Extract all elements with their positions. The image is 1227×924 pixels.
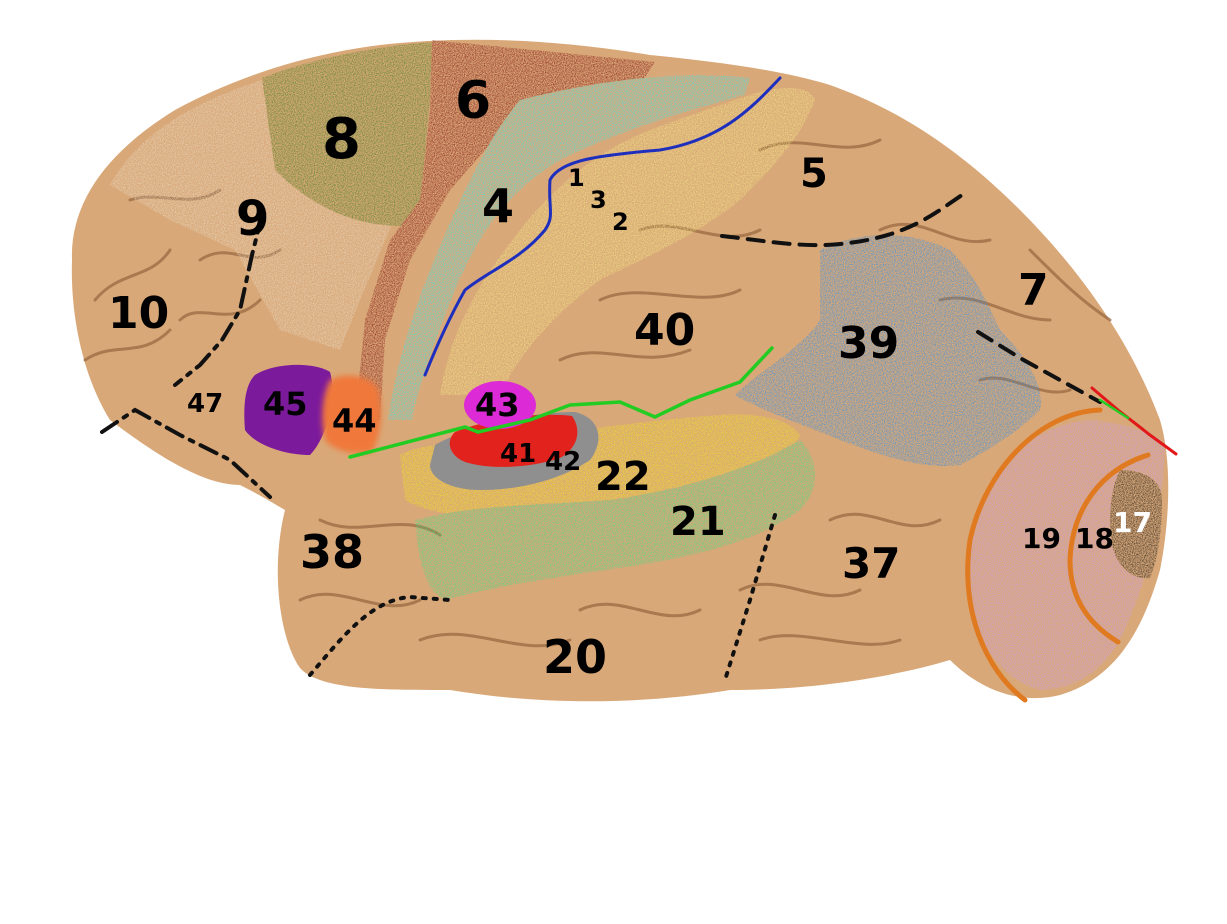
label-area-9: 9	[236, 191, 269, 247]
label-area-47: 47	[187, 389, 223, 419]
area-21-region	[415, 440, 815, 600]
brodmann-regions	[110, 40, 1165, 690]
green-short-line	[1098, 398, 1130, 420]
area-38-20-boundary	[308, 594, 452, 677]
boundary-lines	[100, 76, 1178, 703]
area-20-37-boundary	[723, 513, 777, 682]
area-44-region	[322, 375, 381, 454]
label-area-5: 5	[800, 151, 828, 197]
label-area-2: 2	[612, 208, 629, 236]
area-6-region	[355, 40, 655, 420]
label-area-38: 38	[300, 525, 364, 579]
occipital-outer-boundary	[965, 407, 1103, 703]
area-39-region	[735, 235, 1041, 466]
area-5-40-boundary	[720, 193, 964, 248]
area-7-39-boundary	[976, 330, 1102, 404]
label-area-17: 17	[1113, 506, 1152, 539]
label-area-8: 8	[322, 107, 361, 172]
label-area-41: 41	[500, 439, 536, 469]
area-9-region	[110, 80, 400, 350]
label-area-7: 7	[1018, 265, 1049, 316]
occipital-inner-boundary	[1067, 452, 1151, 645]
area-8-region	[262, 42, 432, 226]
area-47-boundary	[100, 407, 272, 499]
label-area-3: 3	[590, 186, 607, 214]
label-area-37: 37	[842, 539, 900, 588]
area-9-10-boundary	[173, 213, 264, 387]
area-labels: 10 9 8 6 4 1 3 2 5 7 40 39 47 45 44 43 4…	[108, 71, 1152, 684]
label-area-21: 21	[670, 499, 726, 545]
label-area-18: 18	[1075, 522, 1114, 555]
label-area-4: 4	[482, 179, 514, 233]
label-area-22: 22	[595, 454, 651, 500]
label-area-44: 44	[332, 402, 377, 440]
label-area-10: 10	[108, 288, 169, 339]
label-area-45: 45	[263, 385, 308, 423]
label-area-43: 43	[475, 386, 520, 424]
label-area-20: 20	[543, 630, 607, 684]
label-area-1: 1	[568, 164, 585, 192]
label-area-6: 6	[455, 71, 491, 131]
label-area-39: 39	[838, 318, 899, 369]
central-sulcus-line	[423, 76, 782, 377]
lateral-sulcus-line	[348, 346, 774, 459]
area-43-region	[464, 381, 536, 429]
label-area-19: 19	[1022, 522, 1061, 555]
red-boundary-line	[1090, 386, 1178, 456]
area-4-region	[388, 75, 750, 420]
label-area-40: 40	[634, 305, 695, 356]
area-45-region	[244, 364, 333, 455]
area-17-region	[1110, 470, 1162, 579]
area-41-region	[449, 414, 578, 467]
area-3-1-2-region	[440, 88, 815, 396]
label-area-42: 42	[545, 447, 581, 477]
